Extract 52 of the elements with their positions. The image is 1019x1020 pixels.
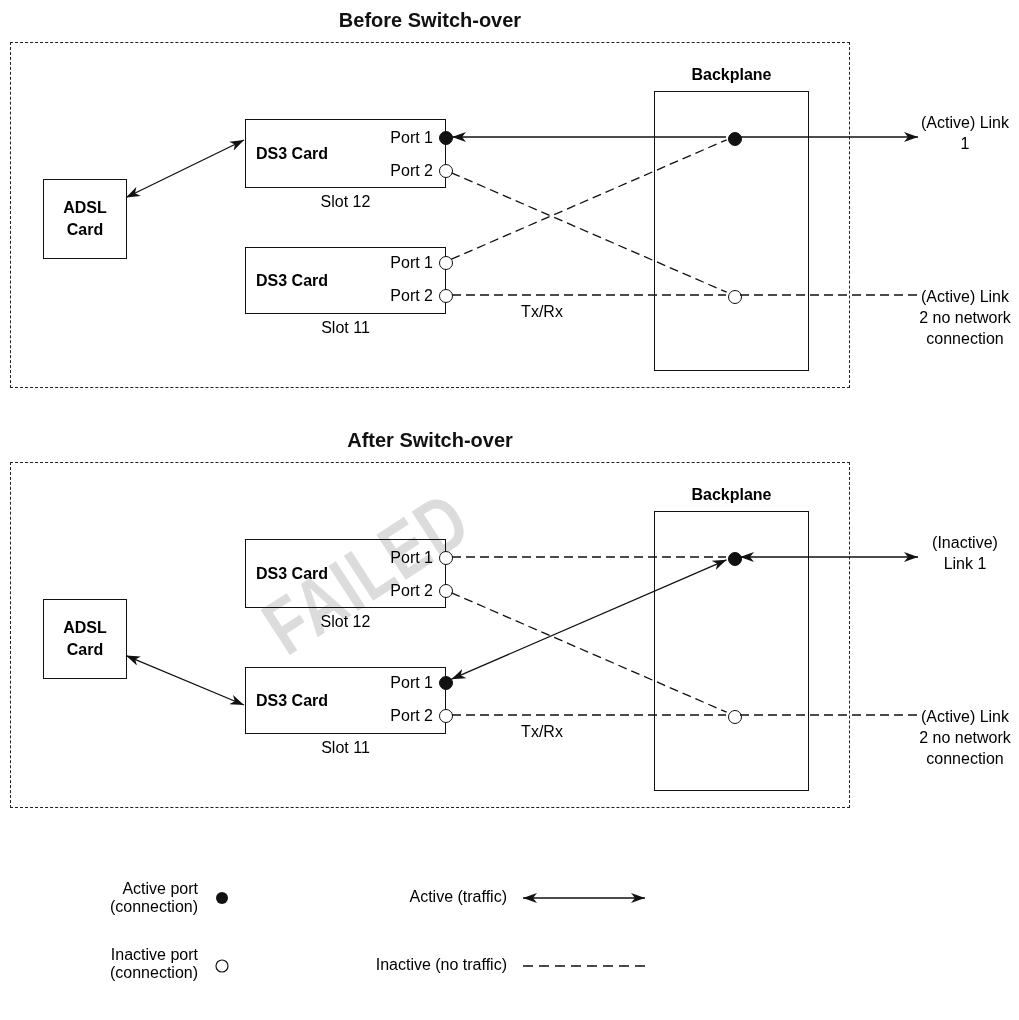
backplane-title: Backplane [690, 486, 773, 504]
legend-label: Inactive (no traffic) [374, 956, 507, 974]
port-circle [728, 710, 742, 724]
port-label: Port 1 [390, 129, 433, 147]
connector-line [450, 139, 728, 260]
link-label: (Inactive) Link 1 [918, 532, 1012, 574]
port-dot [728, 132, 742, 146]
card-title: ADSL Card [62, 198, 108, 240]
panel-title: After Switch-over [346, 429, 514, 452]
connector-line [450, 172, 728, 293]
port-label: Port 2 [390, 287, 433, 305]
port-dot [439, 131, 453, 145]
card-title: ADSL Card [62, 618, 108, 660]
port-circle [439, 289, 453, 303]
arrow [739, 132, 919, 142]
card-title: DS3 Card [256, 144, 329, 163]
link-label: (Active) Link 2 no network connection [918, 706, 1012, 769]
port-dot [728, 552, 742, 566]
port-label: Port 2 [390, 707, 433, 725]
slot-label: Slot 12 [319, 193, 372, 211]
arrow [125, 139, 245, 199]
port-label: Port 1 [390, 674, 433, 692]
connector-line [739, 294, 919, 296]
port-circle [439, 256, 453, 270]
arrow [451, 132, 727, 142]
connector-line [451, 714, 727, 716]
port-label: Port 2 [390, 162, 433, 180]
link-label: (Active) Link 2 no network connection [918, 286, 1012, 349]
card-title: DS3 Card [256, 271, 329, 290]
connector-line [451, 556, 727, 558]
connector-line [451, 294, 727, 296]
backplane-title: Backplane [690, 66, 773, 84]
card-title: DS3 Card [256, 691, 329, 710]
connector-line [450, 592, 728, 713]
arrow [450, 559, 728, 680]
connector-line [739, 714, 919, 716]
port-circle [439, 164, 453, 178]
panel-title: Before Switch-over [337, 9, 523, 32]
slot-label: Slot 11 [320, 739, 371, 757]
slot-label: Slot 11 [320, 319, 371, 337]
legend-label: Active port (connection) [108, 880, 198, 916]
card-box [43, 179, 127, 259]
legend-label: Active (traffic) [408, 888, 507, 906]
port-label: Port 1 [390, 254, 433, 272]
port-dot [439, 676, 453, 690]
port-circle [439, 709, 453, 723]
arrow [125, 654, 245, 706]
card-box [43, 599, 127, 679]
arrow [739, 552, 919, 562]
link-label: (Active) Link 1 [918, 112, 1012, 154]
port-circle [728, 290, 742, 304]
legend-label: Inactive port (connection) [108, 946, 198, 982]
